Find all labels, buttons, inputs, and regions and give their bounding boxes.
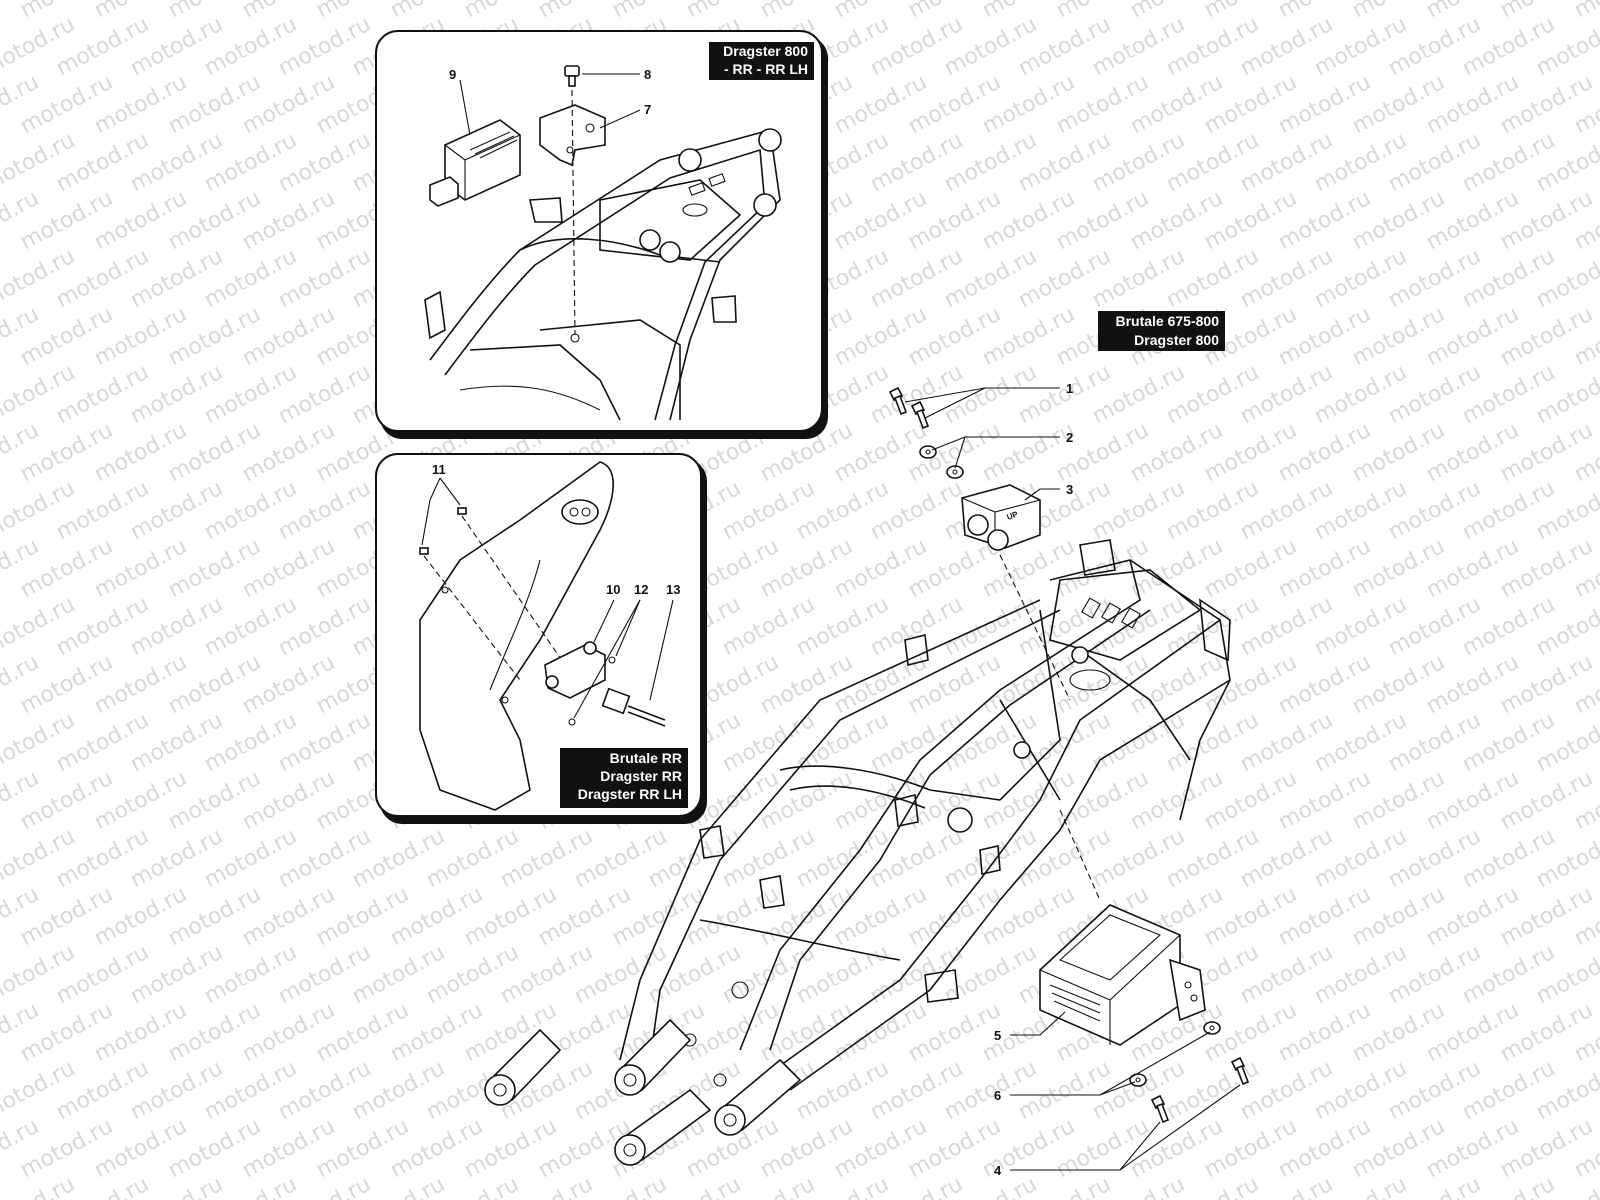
callout-9: 9: [449, 67, 456, 82]
part-4-screws: [1150, 1056, 1250, 1124]
watermark-text: motod.ru: [1570, 0, 1600, 23]
callout-4: 4: [994, 1163, 1002, 1178]
part-8-screw: [564, 65, 580, 87]
callout-2: 2: [1066, 430, 1073, 445]
part-6-washers: [1129, 1021, 1221, 1087]
callout-6: 6: [994, 1088, 1001, 1103]
panel-top: Dragster 800 - RR - RR LH: [375, 30, 828, 439]
main-frame-drawing: [484, 539, 1231, 1166]
assembly-axis-sensor: [999, 554, 1071, 701]
tag-bottom-panel: Brutale RR Dragster RR Dragster RR LH: [560, 748, 688, 808]
part-9-regulator: [429, 119, 521, 207]
part-1-screws: [888, 386, 930, 430]
part-13-connector: [601, 687, 666, 727]
part-5-regulator: [1039, 904, 1206, 1046]
rear-subframe-drawing: [424, 128, 782, 421]
part-11-screws: [419, 507, 467, 555]
callout-5: 5: [994, 1028, 1001, 1043]
tag-top-line-1: Dragster 800: [723, 43, 808, 59]
tag-bottom-line-1: Brutale RR: [610, 750, 682, 766]
callout-10: 10: [606, 582, 620, 597]
callout-7: 7: [644, 102, 651, 117]
callout-12: 12: [634, 582, 648, 597]
svg-text:UP: UP: [1006, 509, 1020, 521]
part-2-washers: [919, 445, 964, 479]
part-3-sensor: UP: [961, 484, 1041, 551]
callout-1: 1: [1066, 381, 1073, 396]
tag-top-line-2: - RR - RR LH: [724, 61, 808, 77]
tag-bottom-line-3: Dragster RR LH: [578, 786, 682, 802]
assembly-axis-top: [571, 89, 576, 336]
tag-bottom-line-2: Dragster RR: [600, 768, 682, 784]
side-panel-drawing: [419, 461, 614, 811]
tag-main-line-2: Dragster 800: [1134, 332, 1219, 348]
panel-bottom: Brutale RR Dragster RR Dragster RR LH: [375, 453, 707, 824]
front-lugs: [484, 1018, 802, 1166]
tag-main: Brutale 675-800 Dragster 800: [1098, 311, 1225, 351]
part-10-sensor: [544, 641, 606, 699]
callout-3: 3: [1066, 482, 1073, 497]
callout-13: 13: [666, 582, 680, 597]
callout-11: 11: [432, 462, 446, 477]
callout-8: 8: [644, 67, 651, 82]
main-assembly: Brutale 675-800 Dragster 800: [484, 311, 1250, 1178]
tag-main-line-1: Brutale 675-800: [1115, 313, 1219, 329]
tag-top-panel: Dragster 800 - RR - RR LH: [709, 42, 814, 80]
